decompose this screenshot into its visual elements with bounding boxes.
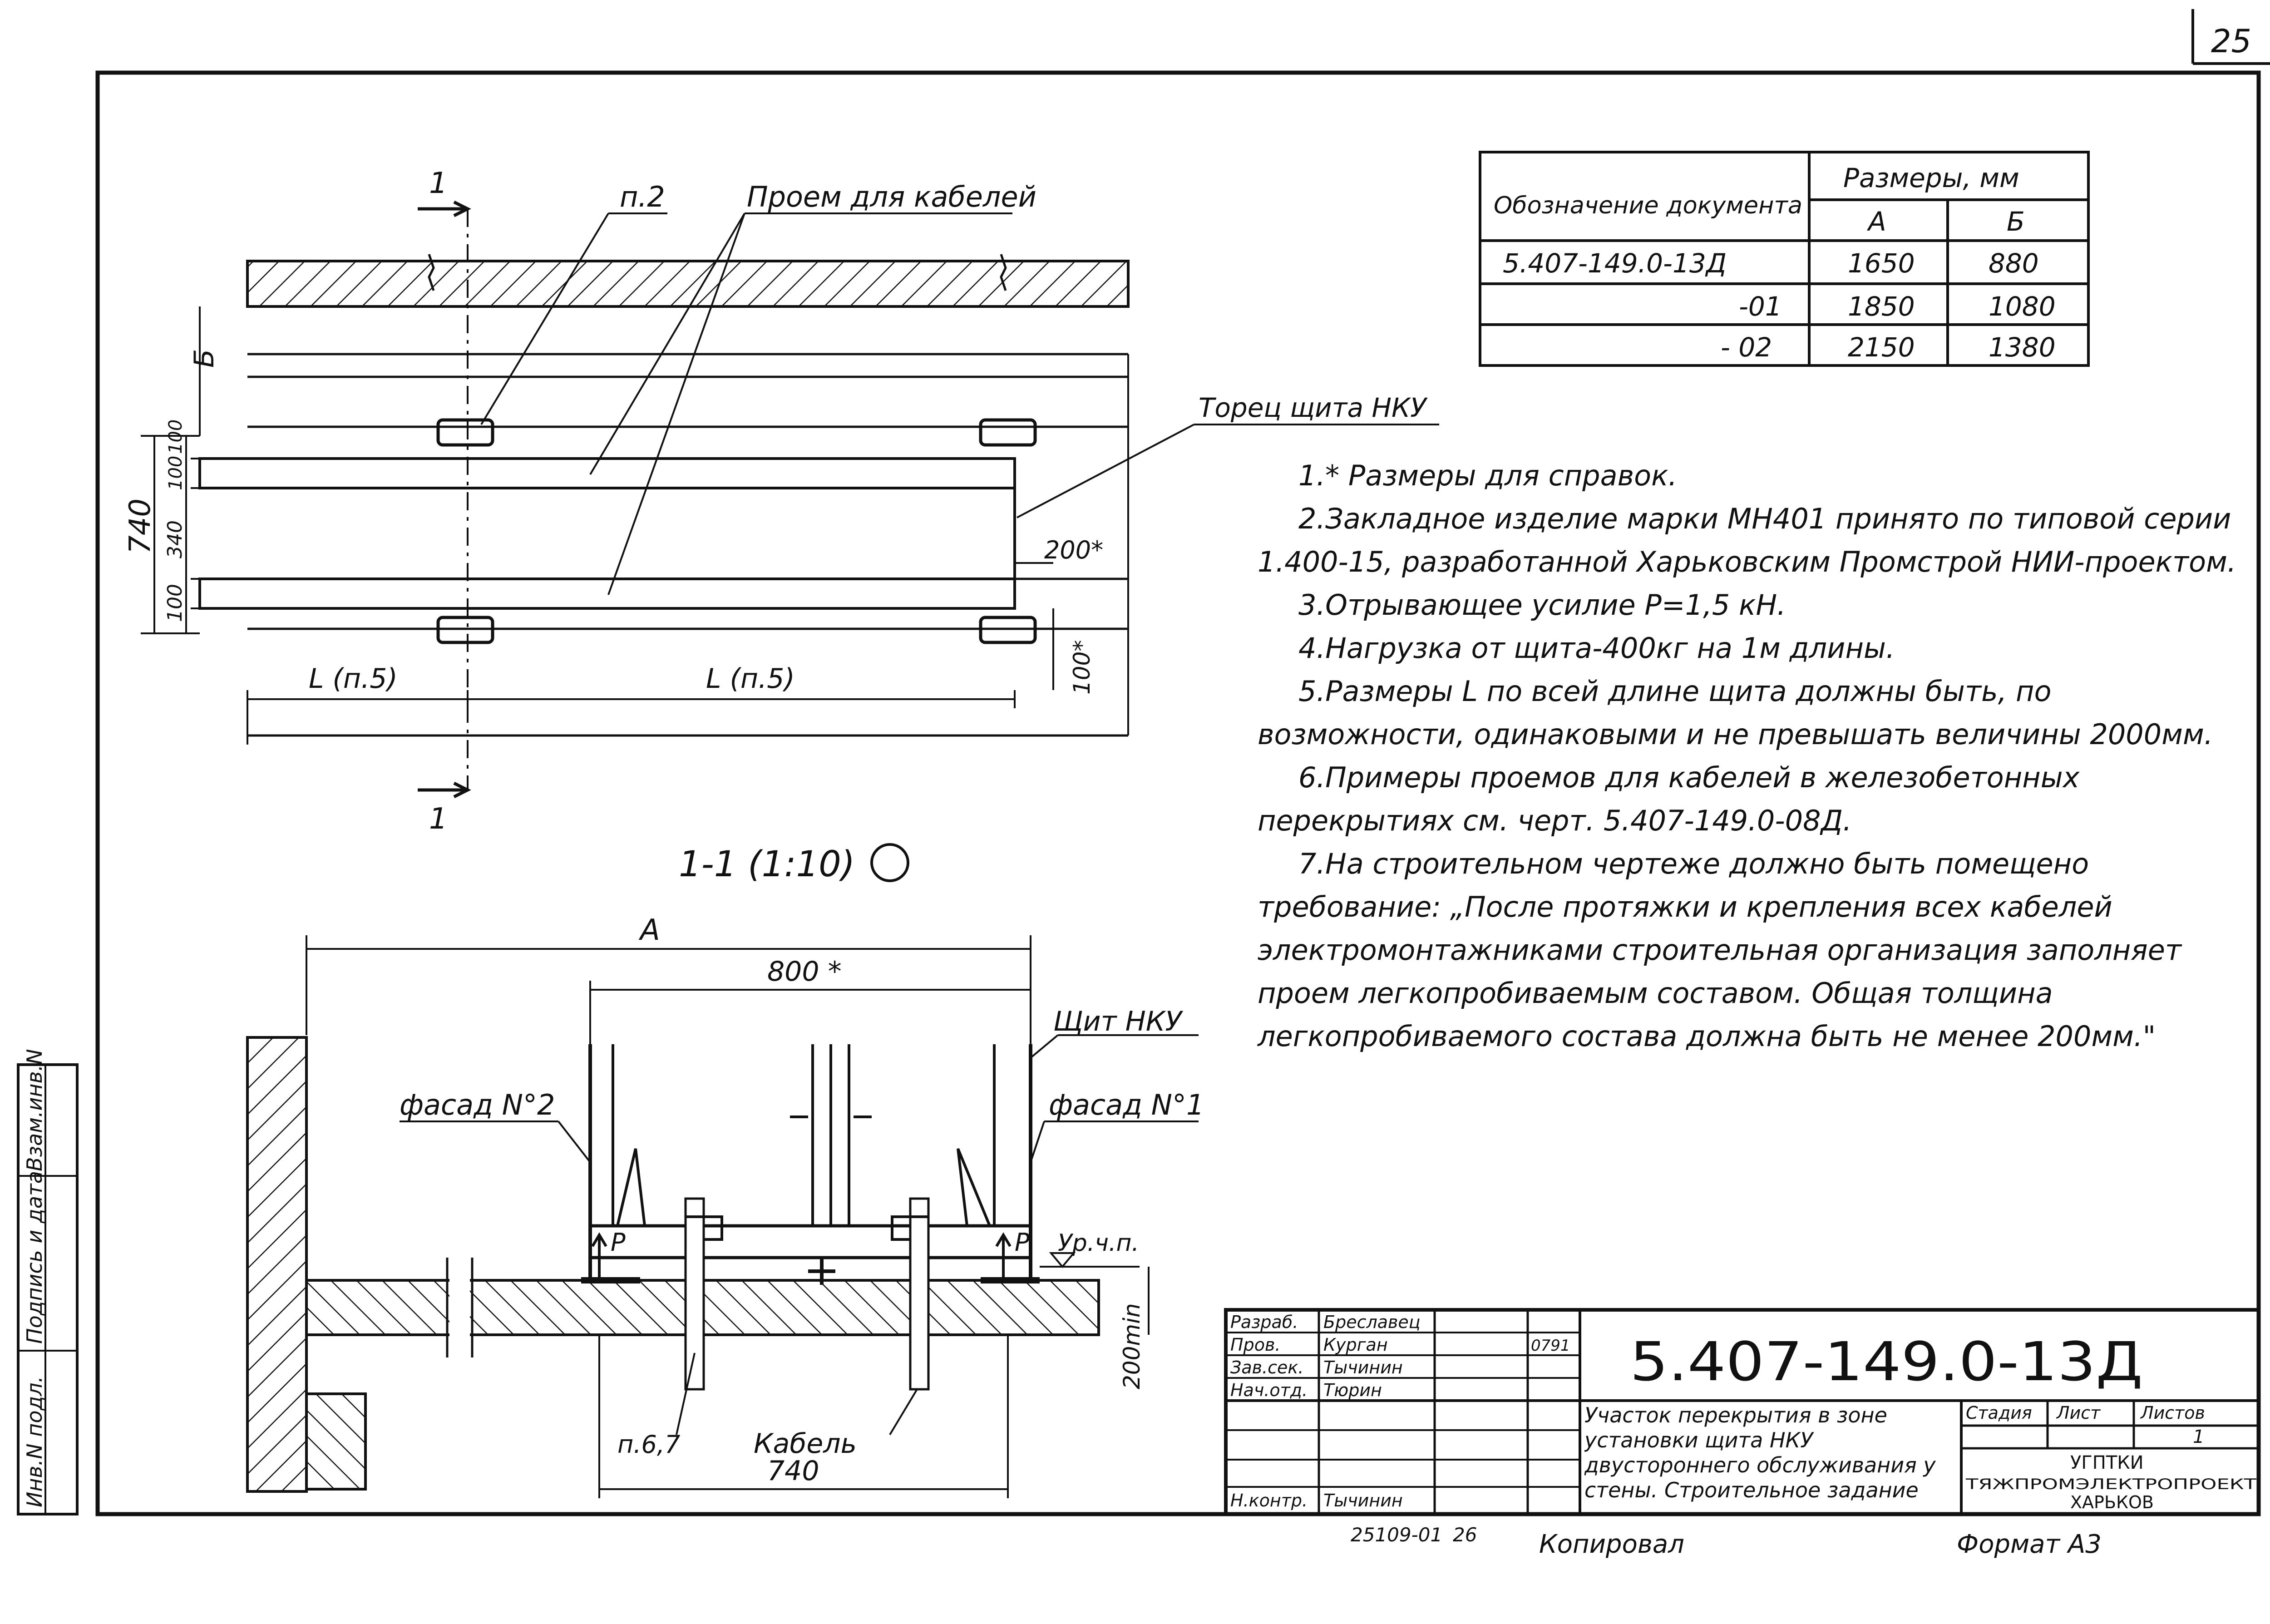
plan-dim-l1: L (п.5): [309, 663, 398, 695]
plan-dim-100-bottom: 100*: [1069, 640, 1095, 695]
section-label-p-right: P: [1015, 1228, 1030, 1257]
plan-dim-100-bottom-left: 100: [163, 584, 187, 622]
title-doc-number: 5.407-149.0-13Д: [1630, 1330, 2143, 1393]
title-name-7: Тычинин: [1323, 1491, 1403, 1510]
table-row-3-a: 2150: [1848, 332, 1915, 363]
plan-dim-740: 740: [123, 499, 157, 554]
notes-list: 1.* Размеры для справок. 2.Закладное изд…: [1258, 454, 2238, 1058]
page-number-box: 25: [2191, 9, 2270, 65]
table-row-1-a: 1650: [1848, 248, 1915, 279]
plan-dim-100-mid: 100: [165, 456, 186, 490]
footer-archive-code: 25109-01: [1351, 1524, 1442, 1546]
title-org-line3: ХАРЬКОВ: [2070, 1492, 2154, 1512]
plan-dim-340: 340: [163, 520, 187, 558]
section-label-panel: Щит НКУ: [1053, 1006, 1183, 1037]
sheet-frame: [95, 70, 2261, 1516]
title-role-3: Зав.сек.: [1230, 1357, 1303, 1377]
table-row-2-a: 1850: [1848, 291, 1915, 322]
title-date-code: 0791: [1531, 1337, 1570, 1355]
title-org-line2: ТЯЖПРОМЭЛЕКТРОПРОЕКТ: [1965, 1476, 2257, 1493]
section-dim-740: 740: [767, 1455, 819, 1487]
title-sheet-label: Лист: [2056, 1403, 2101, 1423]
note-5: 5.Размеры L по всей длине щита должны бы…: [1258, 675, 2213, 751]
note-3: 3.Отрывающее усилие P=1,5 кН.: [1298, 588, 1786, 622]
plan-view: [141, 200, 1439, 799]
plan-dim-100-top: 100: [165, 420, 186, 454]
footer-copied: Копировал: [1539, 1530, 1684, 1559]
title-name-2: Курган: [1323, 1335, 1388, 1355]
plan-label-panel-end: Торец щита НКУ: [1199, 392, 1428, 423]
title-name-3: Тычинин: [1323, 1357, 1403, 1377]
plan-dim-200: 200*: [1044, 536, 1103, 564]
section-label-facade2: фасад N°2: [400, 1088, 555, 1121]
title-role-2: Пров.: [1230, 1335, 1280, 1355]
section-scale-circle: [870, 843, 909, 882]
section-label-facade1: фасад N°1: [1049, 1088, 1204, 1121]
note-6: 6.Примеры проемов для кабелей в железобе…: [1258, 761, 2080, 837]
table-row-3-b: 1380: [1989, 332, 2056, 363]
plan-label-cable-opening: Проем для кабелей: [747, 180, 1036, 213]
section-dim-a: А: [638, 913, 660, 947]
note-7: 7.На строительном чертеже должно быть по…: [1258, 847, 2181, 1053]
table-header-b: Б: [2007, 206, 2025, 237]
table-row-2-b: 1080: [1989, 291, 2056, 322]
section-dim-200min: 200min: [1119, 1303, 1145, 1389]
plan-label-p2: п.2: [620, 180, 665, 213]
plan-dim-b: Б: [188, 349, 220, 368]
title-name-1: Бреславец: [1323, 1312, 1421, 1332]
footer-format: Формат А3: [1957, 1530, 2102, 1559]
title-role-7: Н.контр.: [1230, 1491, 1308, 1510]
plan-section-mark-bottom: 1: [429, 802, 448, 836]
title-description: Участок перекрытия в зоне установки щита…: [1584, 1403, 1936, 1502]
title-stage-label: Стадия: [1966, 1403, 2032, 1423]
title-role-4: Нач.отд.: [1230, 1380, 1308, 1400]
note-2: 2.Закладное изделие марки МН401 принято …: [1258, 502, 2236, 578]
side-stamp: Взам.инв.N Подпись и дата Инв.N подл.: [17, 1049, 79, 1515]
table-header-a: А: [1866, 206, 1886, 237]
section-view: [246, 935, 1199, 1498]
footer-archive-page: 26: [1453, 1524, 1477, 1546]
title-org-line1: УГПТКИ: [2070, 1452, 2144, 1473]
plan-section-mark-top: 1: [429, 167, 448, 200]
table-row-2-designation: -01: [1739, 291, 1782, 322]
page-number: 25: [2211, 23, 2251, 60]
table-row-1-designation: 5.407-149.0-13Д: [1503, 248, 1727, 279]
note-4: 4.Нагрузка от щита-400кг на 1м длины.: [1298, 632, 1895, 665]
note-1: 1.* Размеры для справок.: [1298, 459, 1678, 492]
side-stamp-inv-number: Инв.N подл.: [22, 1376, 47, 1507]
section-label-p67: п.6,7: [617, 1430, 680, 1459]
title-sheets-label: Листов: [2140, 1403, 2205, 1423]
section-label-cable: Кабель: [754, 1428, 857, 1460]
section-label-level: Ур.ч.п.: [1058, 1229, 1139, 1257]
section-dim-800: 800 *: [767, 956, 842, 987]
side-stamp-replaced-inv: Взам.инв.N: [22, 1049, 47, 1171]
table-header-sizes: Размеры, мм: [1843, 163, 2019, 193]
plan-dim-l2: L (п.5): [706, 663, 795, 695]
title-role-1: Разраб.: [1230, 1312, 1298, 1332]
title-name-4: Тюрин: [1323, 1380, 1382, 1400]
table-row-3-designation: - 02: [1721, 332, 1772, 363]
title-sheets-value: 1: [2193, 1427, 2204, 1447]
side-stamp-signature-date: Подпись и дата: [22, 1171, 47, 1344]
plan-wall: [246, 260, 1130, 308]
table-row-1-b: 880: [1989, 248, 2039, 279]
dimensions-table: [1479, 151, 2090, 367]
section-title: 1-1 (1:10): [679, 844, 855, 885]
title-block: [1224, 1308, 2260, 1516]
section-label-p-left: P: [611, 1228, 626, 1257]
table-header-designation: Обозначение документа: [1494, 192, 1802, 219]
